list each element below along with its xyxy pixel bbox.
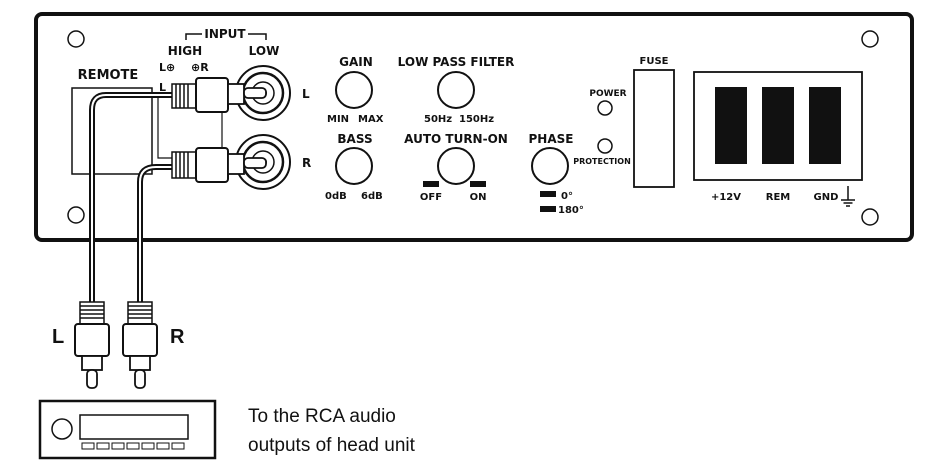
high-left-terminal: L⊕ [159, 61, 175, 74]
remote-connector-box [71, 87, 153, 175]
low-pass-max-label: 150Hz [459, 114, 494, 125]
cable-left [89, 92, 172, 312]
terminal-rem [762, 87, 794, 164]
gain-title: GAIN [339, 55, 373, 69]
protection-label: PROTECTION [573, 157, 631, 166]
auto-turn-on-title: AUTO TURN-ON [404, 132, 508, 146]
on-switch-icon [470, 181, 486, 187]
bass-min-label: 0dB [325, 191, 347, 202]
ground-icon [841, 186, 855, 207]
phase-180-icon [540, 206, 556, 212]
power-label: POWER [589, 89, 626, 99]
remote-label: REMOTE [78, 68, 139, 83]
high-left-terminal-2: L [159, 81, 166, 94]
input-label: INPUT [204, 27, 246, 41]
rca-plug-free-right [122, 301, 158, 389]
protection-led [597, 138, 613, 154]
channel-right-label: R [302, 156, 311, 170]
mounting-hole-top-right [861, 30, 879, 48]
input-bracket [185, 33, 267, 40]
gain-max-label: MAX [358, 114, 384, 125]
plus12v-label: +12V [711, 192, 741, 203]
gain-min-label: MIN [327, 114, 349, 125]
off-switch-icon [423, 181, 439, 187]
low-pass-title: LOW PASS FILTER [398, 55, 515, 69]
terminal-gnd [809, 87, 841, 164]
cable-left-label: L [52, 326, 64, 348]
terminal-plus12v [715, 87, 747, 164]
auto-turn-on-switch[interactable] [437, 147, 475, 185]
off-label: OFF [420, 192, 442, 203]
cable-left-inner [91, 94, 172, 312]
low-label: LOW [249, 44, 280, 58]
channel-left-label: L [302, 87, 310, 101]
phase-switch[interactable] [531, 147, 569, 185]
fuse-holder [633, 69, 675, 188]
bass-title: BASS [337, 132, 372, 146]
phase-180-label: 180° [558, 205, 584, 216]
rca-plug-free-left [74, 301, 110, 389]
rca-plug-inserted-right [171, 147, 267, 183]
fuse-label: FUSE [640, 56, 669, 67]
mounting-hole-bottom-left [67, 206, 85, 224]
bass-max-label: 6dB [361, 191, 383, 202]
high-right-terminal: ⊕R [191, 61, 209, 74]
rca-plug-inserted-left [171, 77, 267, 113]
cable-right-inner [139, 166, 172, 312]
mounting-hole-top-left [67, 30, 85, 48]
bass-knob[interactable] [335, 147, 373, 185]
phase-title: PHASE [529, 132, 574, 146]
rem-label: REM [766, 192, 791, 203]
head-unit-icon [38, 399, 217, 460]
gnd-label: GND [814, 192, 839, 203]
low-pass-min-label: 50Hz [424, 114, 452, 125]
low-pass-knob[interactable] [437, 71, 475, 109]
amplifier-panel [34, 12, 914, 242]
cable-right-label: R [170, 326, 185, 348]
head-unit-caption-line1: To the RCA audio [248, 406, 396, 427]
head-unit-caption-line2: outputs of head unit [248, 435, 416, 456]
gain-knob[interactable] [335, 71, 373, 109]
mounting-hole-bottom-right [861, 208, 879, 226]
power-led [597, 100, 613, 116]
on-label: ON [470, 192, 487, 203]
high-label: HIGH [168, 44, 202, 58]
phase-0-label: 0° [561, 191, 573, 202]
phase-0-icon [540, 191, 556, 197]
